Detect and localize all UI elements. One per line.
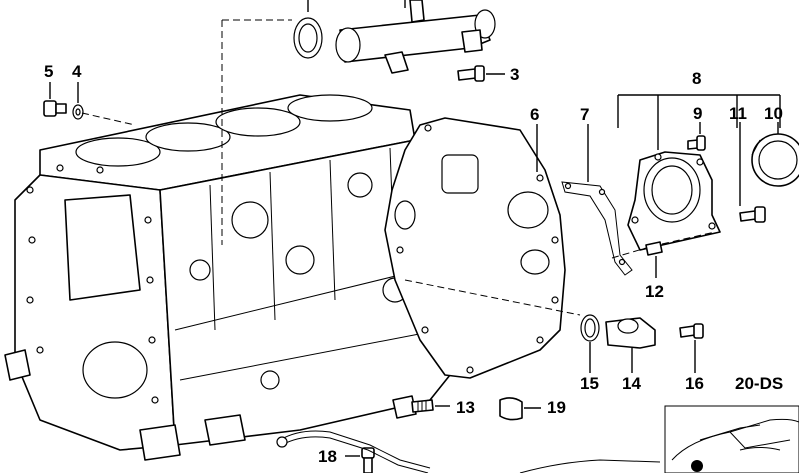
label-12: 12	[645, 282, 664, 301]
o-ring-2	[293, 17, 323, 59]
label-7: 7	[580, 105, 589, 124]
o-ring-15	[580, 314, 600, 342]
bolt-5	[43, 100, 67, 117]
label-16: 16	[685, 374, 704, 393]
label-6: 6	[530, 105, 539, 124]
label-14: 14	[622, 374, 641, 393]
shaft-seal-10	[751, 133, 799, 187]
seal-carrier-8	[627, 151, 721, 251]
label-9: 9	[693, 104, 702, 123]
water-pipe-1	[335, 0, 496, 74]
cap-19	[499, 397, 523, 421]
washer-4	[72, 104, 84, 120]
diagram-code: 20-DS	[735, 374, 783, 393]
bolt-11	[739, 206, 766, 223]
gasket-7	[561, 181, 633, 276]
vehicle-thumbnail	[664, 405, 799, 473]
end-plate-6	[384, 117, 566, 379]
label-8: 8	[692, 69, 701, 88]
cable	[276, 430, 661, 473]
label-19: 19	[547, 398, 566, 417]
bolt-9	[687, 135, 706, 151]
label-11: 11	[729, 104, 747, 123]
dowel-12	[645, 241, 663, 256]
label-4: 4	[72, 62, 82, 81]
bolt-3	[457, 65, 485, 82]
bolt-16	[679, 323, 704, 339]
label-3: 3	[510, 65, 519, 84]
label-5: 5	[44, 62, 53, 81]
sensor-14	[605, 317, 656, 349]
label-10: 10	[764, 104, 783, 123]
plug-13	[392, 395, 434, 419]
label-13: 13	[456, 398, 475, 417]
label-15: 15	[580, 374, 599, 393]
label-18: 18	[318, 447, 337, 466]
